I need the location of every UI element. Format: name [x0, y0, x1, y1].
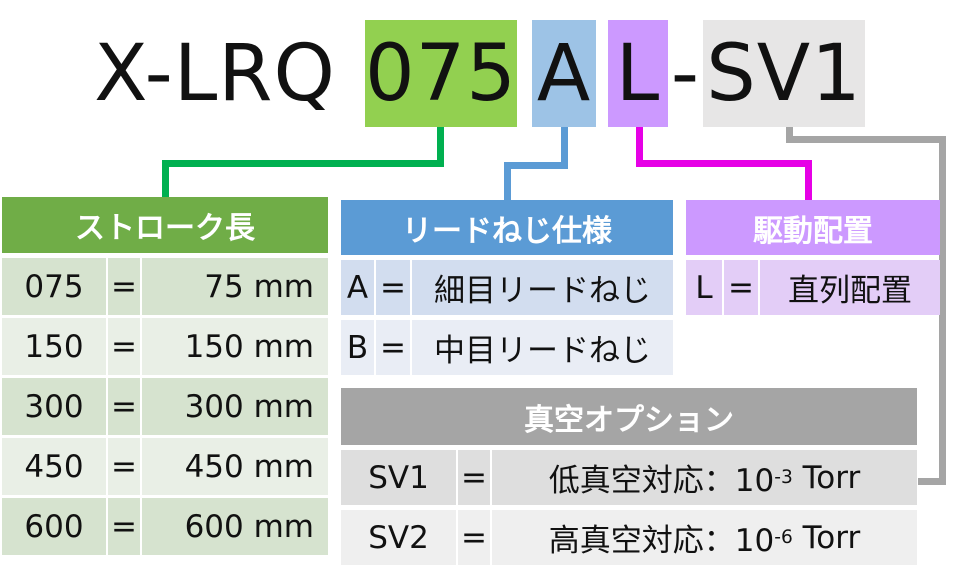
stroke-value-cell: 300 mm [142, 378, 328, 435]
drive-code-box: L [608, 20, 668, 127]
model-dash: - [670, 28, 701, 119]
stroke-eq: = [111, 328, 137, 365]
unit: Torr [792, 459, 861, 496]
stroke-code-cell: 600 [2, 498, 106, 555]
stroke-value: 300 mm [184, 388, 314, 425]
vacuum-eq: = [461, 519, 487, 556]
stroke-value-cell: 75 mm [142, 258, 328, 315]
exponent: -3 [774, 467, 793, 488]
stroke-code: 075 [24, 268, 84, 305]
vacuum-table-header: 真空オプション [341, 388, 917, 445]
stroke-eq: = [111, 508, 137, 545]
drive-eq-cell: = [724, 260, 758, 315]
model-prefix: X-LRQ [94, 28, 336, 119]
lead-code: B [346, 329, 369, 366]
stroke-eq: = [111, 388, 137, 425]
drive-value-cell: 直列配置 [760, 260, 940, 315]
drive-eq: = [728, 269, 754, 306]
drive-table-header: 駆動配置 [686, 200, 940, 255]
stroke-code-cell: 075 [2, 258, 106, 315]
vacuum-code: SV2 [368, 519, 429, 556]
lead-value: 中目リードねじ [434, 333, 651, 369]
stroke-code: 150 [24, 328, 84, 365]
lead-table-header: リードねじ仕様 [341, 200, 673, 255]
lead-value-cell: 中目リードねじ [412, 320, 673, 375]
stroke-value-cell: 600 mm [142, 498, 328, 555]
stroke-value: 75 mm [204, 268, 314, 305]
stroke-eq-cell: = [108, 378, 140, 435]
vacuum-code-cell: SV2 [341, 510, 456, 565]
stroke-eq-cell: = [108, 318, 140, 375]
stroke-eq-cell: = [108, 498, 140, 555]
drive-code: L [695, 269, 713, 306]
vacuum-value: 高真空対応：10 [548, 523, 775, 559]
lead-code: A [346, 269, 369, 306]
vacuum-code: SV1 [368, 459, 429, 496]
stroke-eq-cell: = [108, 438, 140, 495]
drive-value: 直列配置 [788, 273, 912, 309]
vacuum-eq-cell: = [458, 450, 490, 505]
stroke-value-cell: 150 mm [142, 318, 328, 375]
vacuum-eq-cell: = [458, 510, 490, 565]
unit: Torr [792, 519, 861, 556]
stroke-value-cell: 450 mm [142, 438, 328, 495]
vacuum-code-cell: SV1 [341, 450, 456, 505]
lead-code-cell: A [341, 260, 374, 315]
vacuum-code-box: SV1 [703, 20, 865, 127]
stroke-code: 450 [24, 448, 84, 485]
stroke-code: 300 [24, 388, 84, 425]
stroke-code-box: 075 [365, 20, 517, 127]
exponent: -6 [774, 527, 793, 548]
lead-value: 細目リードねじ [434, 273, 651, 309]
lead-eq: = [380, 269, 406, 306]
stroke-code: 600 [24, 508, 84, 545]
lead-value-cell: 細目リードねじ [412, 260, 673, 315]
stroke-code-cell: 150 [2, 318, 106, 375]
stroke-value: 450 mm [184, 448, 314, 485]
stroke-eq-cell: = [108, 258, 140, 315]
vacuum-eq: = [461, 459, 487, 496]
drive-code-cell: L [686, 260, 722, 315]
stroke-value: 150 mm [184, 328, 314, 365]
lead-eq: = [380, 329, 406, 366]
lead-code-cell: B [341, 320, 374, 375]
stroke-value: 600 mm [184, 508, 314, 545]
lead-code-box: A [532, 20, 596, 127]
vacuum-value-cell: 低真空対応：10-3 Torr [492, 450, 917, 505]
stroke-table-header: ストローク長 [2, 197, 328, 253]
stroke-code-cell: 450 [2, 438, 106, 495]
vacuum-value-cell: 高真空対応：10-6 Torr [492, 510, 917, 565]
lead-eq-cell: = [376, 260, 410, 315]
stroke-eq: = [111, 448, 137, 485]
lead-eq-cell: = [376, 320, 410, 375]
stroke-code-cell: 300 [2, 378, 106, 435]
stroke-eq: = [111, 268, 137, 305]
vacuum-value: 低真空対応：10 [548, 463, 775, 499]
